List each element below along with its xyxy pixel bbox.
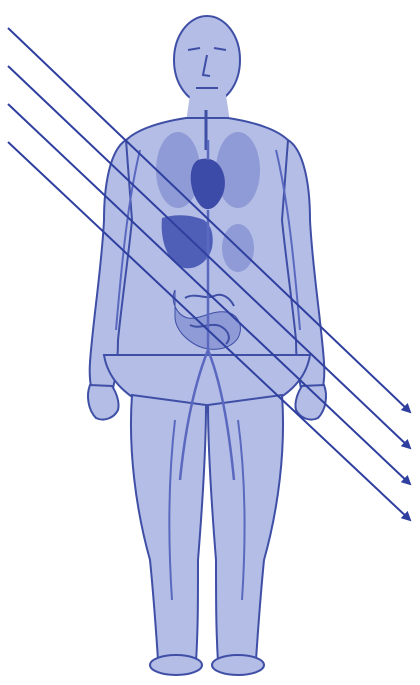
left-hand xyxy=(88,385,119,420)
left-foot xyxy=(150,655,202,675)
right-foot xyxy=(212,655,264,675)
human-figure-icon xyxy=(88,16,326,675)
right-lung xyxy=(216,132,260,208)
